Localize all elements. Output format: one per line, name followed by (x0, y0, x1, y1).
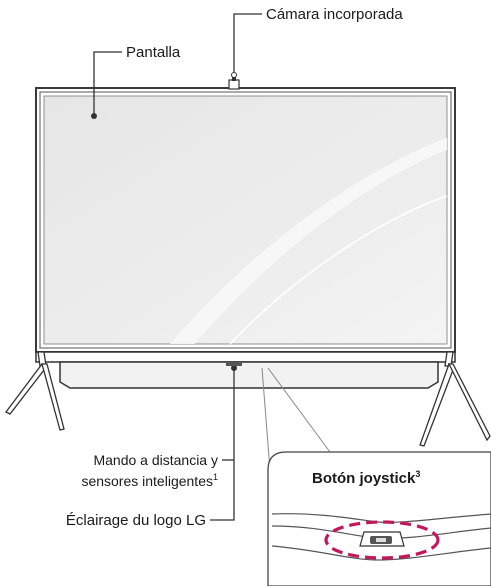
tv-screen (35, 87, 456, 353)
screen-marker-dot (91, 113, 97, 119)
camera (228, 72, 240, 90)
remote-label-line2: sensores inteligentes1 (81, 472, 218, 489)
camera-label: Cámara incorporada (266, 6, 403, 23)
joystick-detail-box (267, 451, 491, 586)
screen-label: Pantalla (126, 44, 181, 61)
right-stand-leg (419, 351, 491, 447)
leader-lines (93, 13, 262, 521)
tv-base (35, 351, 456, 389)
left-stand-leg (5, 351, 65, 431)
callout-connector (261, 367, 331, 471)
remote-label-line1: Mando a distancia y (93, 452, 218, 468)
joystick-highlight-ring (324, 520, 440, 560)
joystick-label: Botón joystick3 (312, 469, 420, 487)
joystick-button (359, 531, 405, 547)
logo-light-label: Éclairage du logo LG (66, 512, 206, 529)
